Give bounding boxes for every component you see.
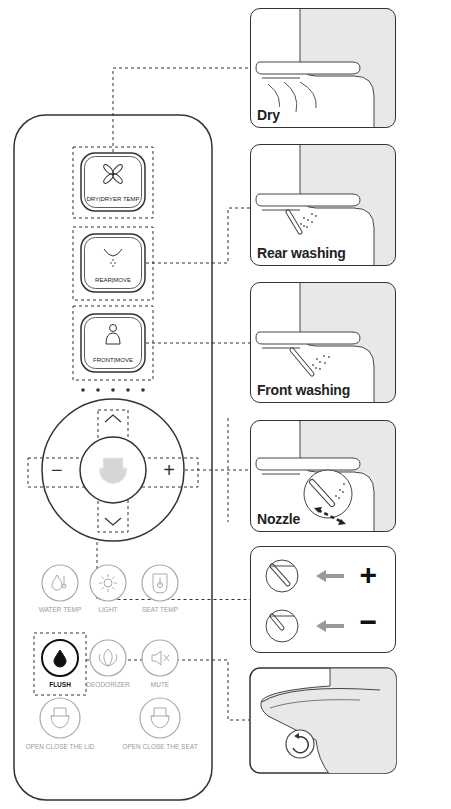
panel-caption: Front washing [255, 382, 352, 399]
front-wash-panel: Front washing [250, 282, 396, 403]
button-shape [80, 233, 146, 293]
symbol-label: − [51, 460, 63, 480]
panel-caption: Rear washing [255, 245, 348, 262]
button-shape [80, 313, 146, 373]
symbol-label: + [163, 460, 175, 480]
button-label: FLUSH [49, 681, 71, 689]
rear-button: REAR|MOVE [80, 233, 146, 293]
dry-illustration [256, 8, 396, 128]
seat-temp-button: SEAT TEMP [120, 563, 200, 615]
leader-line [146, 208, 250, 263]
lid-button: OPEN CLOSE THE LID [15, 696, 105, 752]
leader-line [146, 343, 250, 344]
dashed-brackets [28, 147, 250, 720]
button-label: REAR|MOVE [95, 277, 131, 284]
button-label: DEODORIZER [86, 681, 129, 689]
dry-panel: Dry [250, 8, 396, 128]
dry-button: DRY|DRYER TEMP [80, 152, 146, 212]
deodorizer-button: DEODORIZER [68, 638, 148, 690]
leader-line [113, 68, 250, 152]
button-label: LIGHT [98, 606, 117, 614]
button-label: WATER TEMP [39, 606, 82, 614]
button-label: MUTE [151, 681, 169, 689]
front-wash-illustration [256, 282, 396, 403]
nozzle-illustration [256, 420, 396, 532]
symbol-label: + [359, 560, 377, 590]
page-dots [81, 388, 145, 392]
button-label: OPEN CLOSE THE SEAT [122, 743, 197, 751]
pressure-illustration [266, 560, 344, 642]
button-label: OPEN CLOSE THE LID [26, 743, 95, 751]
rear-wash-illustration [256, 144, 396, 266]
symbol-label: − [359, 607, 377, 637]
pressure-panel: +− [250, 546, 396, 653]
leader-line [185, 470, 250, 471]
panel-caption: Nozzle [255, 511, 302, 528]
water-temp-button: WATER TEMP [20, 563, 100, 615]
front-button: FRONT|MOVE [80, 313, 146, 373]
seat-button: OPEN CLOSE THE SEAT [115, 696, 205, 752]
nozzle-panel: Nozzle [250, 420, 396, 532]
rear-wash-panel: Rear washing [250, 144, 396, 266]
mute-button: MUTE [120, 638, 200, 690]
button-label: SEAT TEMP [142, 606, 178, 614]
remote-body [14, 115, 212, 800]
flush-illustration [261, 668, 396, 773]
button-label: DRY|DRYER TEMP [86, 196, 139, 203]
button-shape [80, 152, 146, 212]
button-label: FRONT|MOVE [93, 357, 133, 364]
panel-caption: Dry [255, 107, 282, 124]
nozzle-dial: −+ [41, 398, 185, 542]
